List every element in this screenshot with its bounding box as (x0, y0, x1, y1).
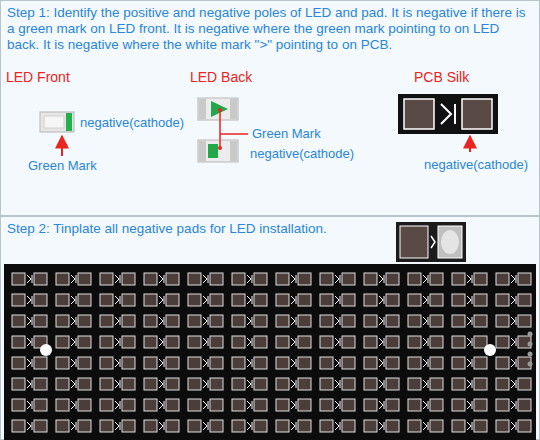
callout-text: negative(cathode) (250, 146, 354, 161)
step-panel: Step 2: Tinplate all negative pads for L… (0, 216, 540, 440)
callout-text: Green Mark (28, 158, 97, 173)
section-heading: LED Back (190, 70, 252, 85)
step-panel: Step 1: Identify the positive and negati… (0, 0, 540, 216)
step-instruction: Step 1: Identify the positive and negati… (7, 5, 533, 53)
section-heading: PCB Silk (414, 70, 469, 85)
callout-text: negative(cathode) (424, 157, 528, 172)
step-instruction: Step 2: Tinplate all negative pads for L… (7, 221, 533, 237)
callout-text: Green Mark (252, 126, 321, 141)
section-heading: LED Front (6, 70, 70, 85)
callout-text: negative(cathode) (80, 115, 184, 130)
